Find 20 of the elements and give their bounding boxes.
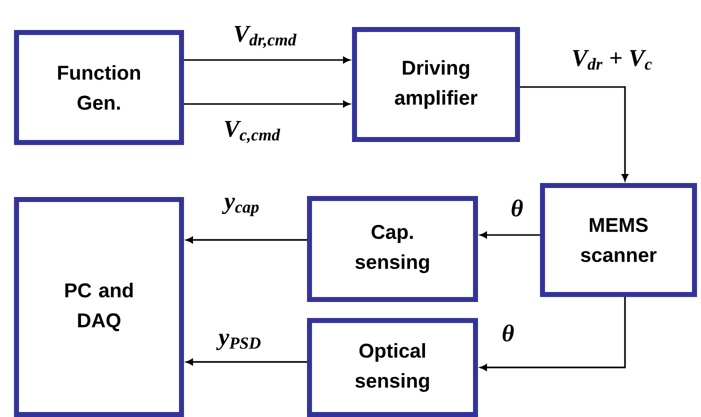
process-box: Optical sensing	[307, 318, 478, 417]
arrow	[480, 296, 626, 371]
edge-label: θ	[510, 198, 524, 218]
process-box: MEMS scanner	[540, 183, 697, 297]
arrow	[186, 358, 307, 366]
edge-label: V$_{c,cmd}$	[222, 120, 282, 144]
process-box: Function Gen.	[14, 30, 184, 145]
arrow	[184, 100, 350, 108]
edge-label: V$_{dr}$ + V$_{c}$	[570, 49, 654, 71]
process-box: Driving amplifier	[352, 27, 520, 142]
process-box: PC and DAQ	[14, 197, 184, 417]
arrow	[184, 56, 350, 64]
arrow	[480, 232, 540, 238]
edge-label: y$_{cap}$	[222, 196, 261, 218]
edge-label: V$_{dr,cmd}$	[232, 24, 298, 50]
process-box: Cap. sensing	[307, 196, 478, 302]
arrow	[186, 236, 307, 244]
arrow	[520, 86, 628, 181]
edge-label: θ	[500, 323, 516, 342]
edge-label: y$_{PSD}$	[216, 332, 262, 352]
